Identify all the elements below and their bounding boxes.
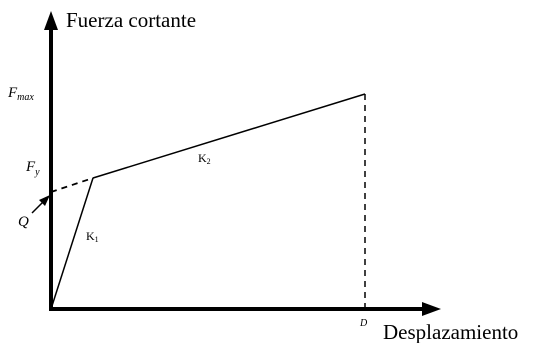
k2-label-sub: 2 xyxy=(207,157,211,166)
fy-label-main: F xyxy=(25,159,36,175)
fy-label-sub: y xyxy=(34,167,40,178)
k2-label: K2 xyxy=(198,151,211,166)
k1-label-sub: 1 xyxy=(95,235,99,244)
fmax-label-main: F xyxy=(7,85,18,101)
x-axis-label: Desplazamiento xyxy=(383,320,518,343)
k1-label: K1 xyxy=(86,229,99,244)
q-pointer-arrowhead xyxy=(39,195,50,206)
y-axis-label: Fuerza cortante xyxy=(66,8,196,32)
k1-label-main: K xyxy=(86,229,95,243)
fy-label: Fy xyxy=(25,159,40,178)
y-axis-arrowhead xyxy=(44,11,58,30)
q-label: Q xyxy=(18,214,29,230)
k1-elastic-branch xyxy=(50,177,94,310)
x-axis-arrowhead xyxy=(422,302,441,316)
fmax-label-sub: max xyxy=(17,92,34,103)
k2-postyield-branch xyxy=(92,93,366,179)
k2-label-main: K xyxy=(198,151,207,165)
q-intercept-dashed-line xyxy=(50,177,94,193)
d-label: D xyxy=(359,318,368,329)
fmax-label: Fmax xyxy=(7,85,34,103)
